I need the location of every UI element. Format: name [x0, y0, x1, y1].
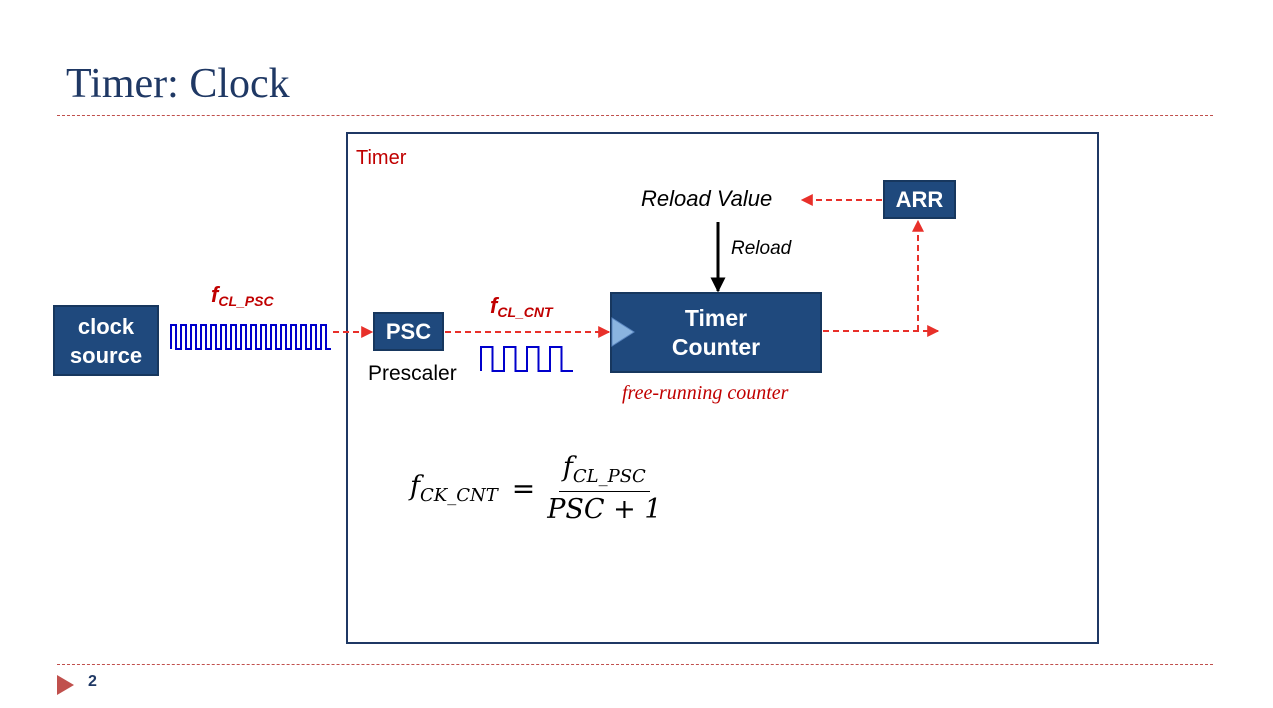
psc-label: PSC — [385, 319, 432, 344]
formula-lhs-main: f — [410, 471, 420, 502]
timer-counter-label-line1: Timer — [684, 304, 748, 331]
prescaler-label: Prescaler — [368, 362, 457, 385]
f-cl-cnt-main: f — [490, 293, 498, 318]
psc-block: PSC — [373, 312, 444, 351]
formula-num-main: f — [562, 452, 573, 483]
frequency-formula: fCK_CNT = fCL_PSC PSC + 1 — [410, 452, 662, 525]
formula-lhs: fCK_CNT — [410, 471, 498, 506]
formula-denominator: PSC + 1 — [547, 494, 662, 525]
arr-label: ARR — [895, 187, 944, 212]
fast-clock-waveform — [170, 324, 331, 350]
reload-label: Reload — [731, 238, 792, 259]
formula-equals: = — [511, 472, 536, 505]
f-cl-psc-main: f — [211, 282, 219, 307]
arr-block: ARR — [883, 180, 956, 219]
formula-numerator: fCL_PSC — [558, 452, 650, 492]
clock-source-label-line1: clock — [77, 313, 135, 339]
bottom-divider — [57, 664, 1213, 665]
timer-counter-block: Timer Counter — [610, 292, 822, 373]
slow-clock-waveform — [480, 346, 573, 372]
timer-frame-label: Timer — [356, 147, 407, 169]
f-cl-cnt-label: fCL_CNT — [490, 293, 553, 320]
clock-source-block: clock source — [53, 305, 159, 376]
f-cl-psc-sub: CL_PSC — [218, 293, 274, 309]
timer-counter-label-line2: Counter — [671, 333, 761, 360]
slide-title: Timer: Clock — [66, 61, 290, 107]
formula-fraction: fCL_PSC PSC + 1 — [547, 452, 661, 525]
page-number: 2 — [88, 673, 97, 690]
reload-value-label: Reload Value — [641, 186, 773, 211]
f-cl-cnt-sub: CL_CNT — [497, 304, 553, 320]
top-divider — [57, 115, 1213, 116]
formula-lhs-sub: CK_CNT — [420, 485, 498, 506]
slide-marker-icon — [57, 675, 74, 695]
clock-source-label-line2: source — [69, 342, 143, 368]
formula-num-sub: CL_PSC — [572, 466, 646, 487]
timer-frame — [346, 132, 1099, 644]
f-cl-psc-label: fCL_PSC — [211, 282, 274, 309]
free-running-label: free-running counter — [622, 382, 789, 404]
